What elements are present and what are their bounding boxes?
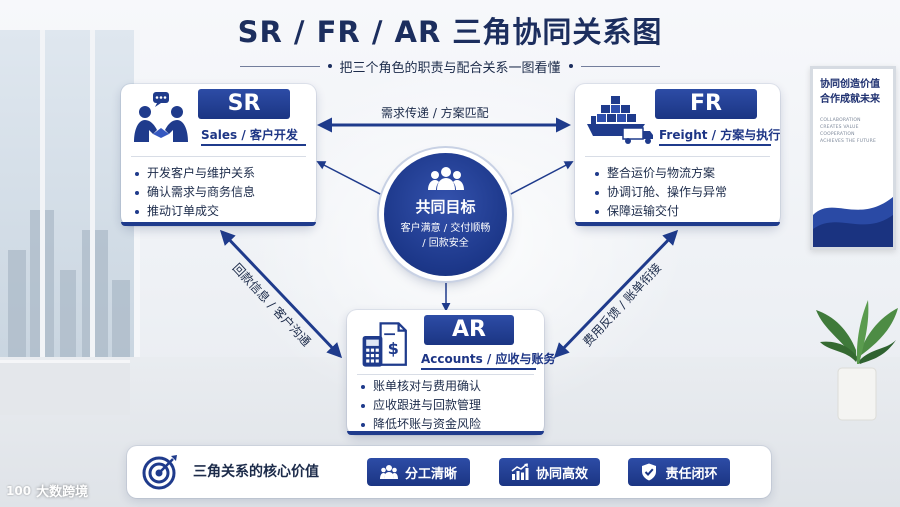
core-value-bar: 三角关系的核心价值 分工清晰 协同高效 责任闭环 (127, 446, 771, 498)
value-pill-accountability: 责任闭环 (628, 458, 730, 486)
fr-duty-list: 整合运价与物流方案 协调订舱、操作与异常 保障运输交付 (595, 164, 727, 221)
poster-wave-graphic (813, 197, 893, 247)
ar-duty-list: 账单核对与费用确认 应收跟进与回款管理 降低坏账与资金风险 (361, 377, 481, 434)
value-label: 责任闭环 (665, 466, 718, 482)
sr-role-desc: Sales / 客户开发 (201, 128, 298, 142)
list-item: 开发客户与维护关系 (135, 164, 255, 183)
poster-title-line1: 协同创造价值 (820, 79, 880, 90)
sr-underline (201, 144, 306, 146)
ar-role-desc: Accounts / 应收与账务 (421, 352, 556, 366)
growth-chart-icon (511, 463, 529, 480)
watermark-logo: 100 (6, 483, 32, 498)
card-ar: $ AR Accounts / 应收与账务 账单核对与费用确认 应收跟进与回款管… (347, 310, 555, 435)
list-item: 协调订舱、操作与异常 (595, 183, 727, 202)
value-pill-clear-roles: 分工清晰 (367, 458, 470, 486)
svg-text:$: $ (388, 339, 399, 358)
potted-plant (816, 300, 898, 421)
fr-underline (659, 144, 771, 146)
goal-title: 共同目标 (415, 198, 476, 216)
poster-sub-4: ACHIEVES THE FUTURE (820, 139, 877, 144)
wall-poster: 协同创造价值 合作成就未来 COLLABORATION CREATES VALU… (810, 66, 896, 250)
office-window (0, 30, 140, 370)
sr-role-tag: SR (198, 89, 290, 119)
team-icon (428, 167, 464, 190)
list-item: 整合运价与物流方案 (595, 164, 727, 183)
poster-sub-2: CREATES VALUE (820, 125, 859, 130)
ar-role-tag: AR (424, 315, 514, 345)
handshake-icon (134, 92, 188, 142)
goal-line-1: 客户满意 / 交付顺畅 (400, 223, 491, 234)
list-item: 应收跟进与回款管理 (361, 396, 481, 415)
value-pill-efficiency: 协同高效 (499, 458, 600, 486)
subtitle-row: 把三个角色的职责与配合关系一图看懂 (240, 57, 661, 76)
poster-sub-3: COOPERATION (820, 132, 855, 137)
watermark-text: 大数跨境 (36, 485, 89, 500)
goal-line-2: / 回款安全 (422, 238, 469, 249)
poster-title-line2: 合作成就未来 (820, 94, 880, 105)
value-label: 协同高效 (535, 466, 588, 482)
people-icon (379, 465, 398, 479)
list-item: 推动订单成交 (135, 202, 255, 221)
list-item: 账单核对与费用确认 (361, 377, 481, 396)
list-item: 降低坏账与资金风险 (361, 415, 481, 434)
common-goal-circle: 共同目标 客户满意 / 交付顺畅 / 回款安全 (384, 153, 507, 276)
list-item: 保障运输交付 (595, 202, 727, 221)
poster-sub-1: COLLABORATION (820, 118, 861, 123)
value-label: 分工清晰 (404, 466, 457, 482)
page-subtitle: 把三个角色的职责与配合关系一图看懂 (339, 60, 561, 76)
desk (0, 360, 130, 415)
watermark: 100 大数跨境 (6, 481, 89, 501)
invoice-calculator-icon: $ (362, 322, 407, 367)
card-sr: SR Sales / 客户开发 开发客户与维护关系 确认需求与商务信息 推动订单… (121, 84, 316, 226)
fr-role-desc: Freight / 方案与执行 (659, 128, 781, 142)
cargo-ship-truck-icon (587, 96, 653, 144)
sr-duty-list: 开发客户与维护关系 确认需求与商务信息 推动订单成交 (135, 164, 255, 221)
ar-underline (421, 368, 536, 370)
shield-check-icon (642, 463, 657, 481)
fr-role-tag: FR (655, 89, 757, 119)
label-sr-fr: 需求传递 / 方案匹配 (381, 106, 489, 120)
target-icon (142, 455, 177, 490)
list-item: 确认需求与商务信息 (135, 183, 255, 202)
core-value-title: 三角关系的核心价值 (193, 464, 319, 480)
page-title: SR / FR / AR 三角协同关系图 (237, 15, 663, 49)
card-fr: FR Freight / 方案与执行 整合运价与物流方案 协调订舱、操作与异常 … (575, 84, 780, 226)
